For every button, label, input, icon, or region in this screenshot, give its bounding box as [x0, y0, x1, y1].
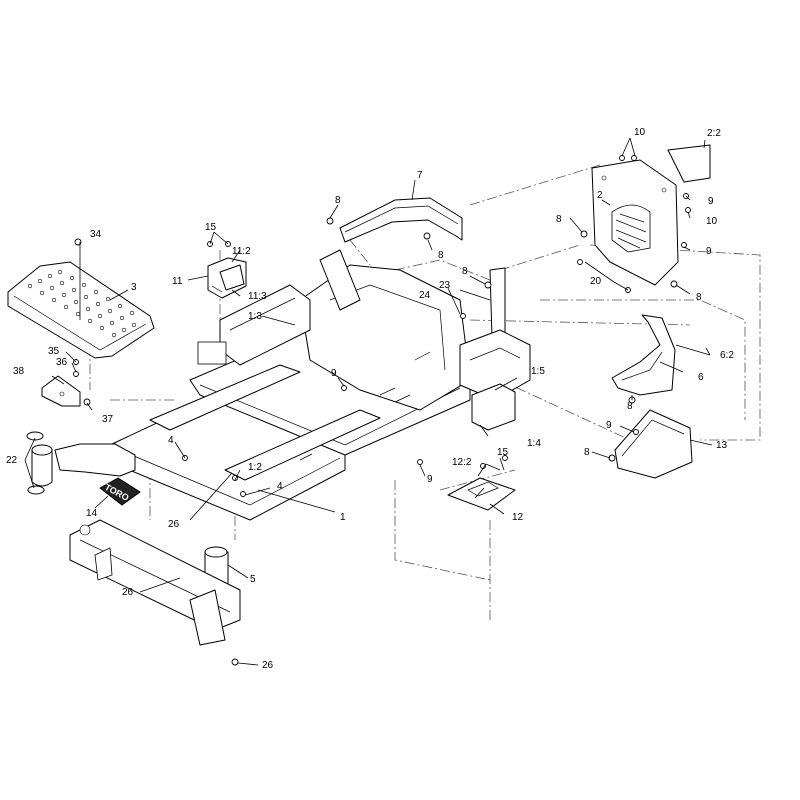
callout-8e: 8	[696, 292, 702, 303]
callout-10b: 10	[706, 216, 718, 227]
callout-26a: 26	[168, 519, 180, 530]
callout-26b: 26	[122, 587, 134, 598]
floor-plate	[7, 261, 155, 359]
rear-bracket	[471, 383, 516, 431]
callout-20: 20	[590, 276, 602, 287]
rear-shield-plate	[591, 159, 679, 286]
callout-9b: 9	[427, 474, 433, 485]
steering-post	[459, 267, 531, 401]
callout-15b: 15	[497, 447, 509, 458]
callout-8b: 8	[438, 250, 444, 261]
callout-2: 2	[597, 190, 603, 201]
main-frame	[54, 249, 471, 646]
callout-11: 11	[172, 276, 183, 287]
callout-38: 38	[13, 366, 25, 377]
callout-7: 7	[417, 170, 423, 181]
callout-35: 35	[48, 346, 60, 357]
toro-logo-plate: TORO	[99, 477, 141, 506]
seat-support-bracket	[339, 197, 463, 243]
callout-5: 5	[250, 574, 256, 585]
small-plate	[447, 477, 516, 511]
callout-2-2: 2:2	[707, 128, 721, 139]
callout-37: 37	[102, 414, 114, 425]
callout-8d: 8	[556, 214, 562, 225]
callout-1-3: 1:3	[248, 311, 262, 322]
callout-12-2: 12:2	[452, 457, 472, 468]
callout-1-5: 1:5	[531, 366, 545, 377]
callout-4a: 4	[168, 435, 174, 446]
callout-10a: 10	[634, 127, 646, 138]
callout-9d: 9	[706, 246, 712, 257]
bushing-pair	[26, 431, 53, 495]
callout-22: 22	[6, 455, 18, 466]
callout-12: 12	[512, 512, 524, 523]
callout-11-2: 11:2	[232, 246, 251, 257]
shield-bracket	[207, 257, 247, 299]
callout-13: 13	[716, 440, 728, 451]
callout-8g: 8	[584, 447, 590, 458]
callout-labels: 34 3 35 36 38 37 22 14 4 11 15 11:2 11:3…	[6, 127, 734, 671]
small-bracket	[41, 375, 81, 407]
callout-4b: 4	[277, 481, 283, 492]
callout-3: 3	[131, 282, 137, 293]
callout-26c: 26	[262, 660, 274, 671]
callout-8f: 8	[627, 401, 633, 412]
callout-9a: 9	[331, 368, 337, 379]
decal	[667, 144, 711, 183]
callout-8a: 8	[335, 195, 341, 206]
callout-15a: 15	[205, 222, 217, 233]
callout-9c: 9	[708, 196, 714, 207]
callout-1: 1	[340, 512, 346, 523]
lower-guard	[614, 409, 693, 479]
callout-8c: 8	[462, 266, 468, 277]
callout-1-2: 1:2	[248, 462, 262, 473]
callout-6: 6	[698, 372, 704, 383]
callout-24: 24	[419, 290, 431, 301]
callout-6-2: 6:2	[720, 350, 734, 361]
callout-14: 14	[86, 508, 98, 519]
callout-23: 23	[439, 280, 451, 291]
leader-lines	[24, 137, 713, 666]
callout-34: 34	[90, 229, 102, 240]
callout-9e: 9	[606, 420, 612, 431]
rear-guard	[611, 314, 676, 396]
callout-11-3: 11:3	[248, 291, 267, 302]
callout-1-4: 1:4	[527, 438, 541, 449]
callout-36: 36	[56, 357, 68, 368]
